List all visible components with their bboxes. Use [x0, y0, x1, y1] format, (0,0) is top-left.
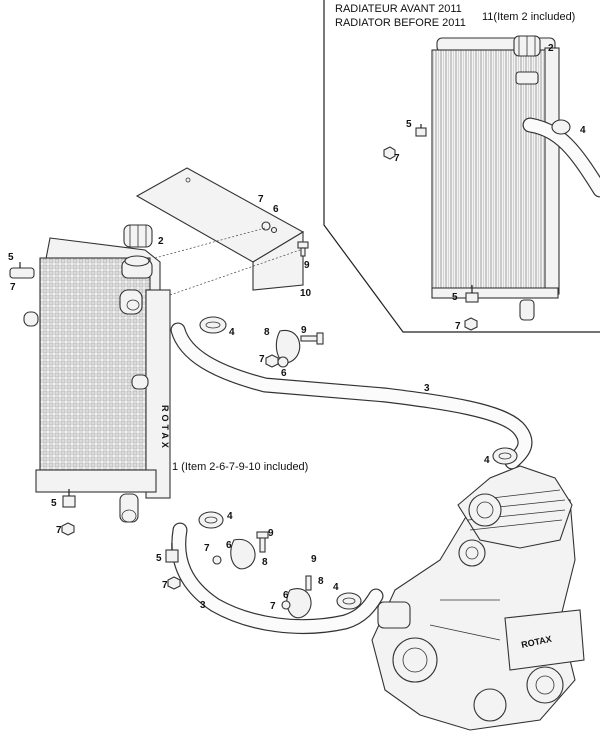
callout-10: 10: [300, 288, 312, 299]
inset-panel: RADIATEUR AVANT 2011 RADIATOR BEFORE 201…: [323, 0, 600, 333]
engine: ROTAX: [371, 465, 585, 731]
inset-cap: [513, 35, 541, 57]
callout-9-bracket: 9: [304, 260, 310, 271]
callout-6-lower-left: 6: [226, 540, 232, 551]
callout-8-lower-left: 8: [262, 557, 268, 568]
washer-6-lower-right: [281, 600, 291, 610]
engine-water-inlet: [377, 601, 411, 629]
bolt-9-lower: [256, 531, 269, 553]
callout-5-inset-lower: 5: [452, 292, 458, 303]
clip-8-lower-left: [230, 538, 256, 570]
callout-3-lower: 3: [200, 600, 206, 611]
engine-clutch-cover: [526, 666, 564, 704]
leader-line: [154, 227, 266, 259]
callout-6-bracket: 6: [273, 204, 279, 215]
mount-5-lower: [62, 489, 76, 508]
bolt-9-bracket: [297, 241, 309, 257]
radiator-side-lug: [23, 311, 39, 327]
callout-7-hose: 7: [162, 580, 168, 591]
callout-7-upper: 7: [10, 282, 16, 293]
callout-7-inset: 7: [394, 153, 400, 164]
callout-4-right: 4: [484, 455, 490, 466]
nut-7-lower: [61, 522, 75, 536]
engine-output: [473, 688, 507, 722]
main-item-note: 1 (Item 2-6-7-9-10 included): [172, 461, 308, 473]
bolt-9-upper: [300, 332, 324, 345]
leader-line: [169, 249, 301, 296]
inset-nut-7-lower: [464, 317, 478, 331]
inset-item-note: 11(Item 2 included): [482, 11, 575, 23]
callout-4-engine: 4: [333, 582, 339, 593]
clip-8-lower-right: [286, 575, 312, 619]
callout-3-upper: 3: [424, 383, 430, 394]
inset-mount-5: [415, 124, 427, 137]
callout-7-bracket: 7: [258, 194, 264, 205]
radiator-side-tank: [145, 289, 171, 499]
nut-7-upper: [265, 354, 279, 368]
radiator-badge: ROTAX: [160, 405, 170, 451]
radiator-bottom-tank: [35, 469, 157, 493]
nut-7-lower-left: [212, 555, 222, 565]
lower-hose-3: [171, 522, 384, 634]
hose-clamp-4-lower: [198, 511, 224, 529]
callout-9-right: 9: [311, 554, 317, 565]
hose-clamp-4-engine: [336, 592, 362, 610]
engine-ignition-cover: [392, 637, 438, 683]
callout-7-lower-left: 7: [204, 543, 210, 554]
inset-title-en: RADIATOR BEFORE 2011: [335, 17, 466, 29]
callout-6-lower-right: 6: [283, 590, 289, 601]
inset-radiator: [431, 37, 560, 321]
callout-2-main: 2: [158, 236, 164, 247]
callout-9-lower: 9: [268, 528, 274, 539]
mount-5-upper: [9, 262, 35, 279]
callout-7-lower-right: 7: [270, 601, 276, 612]
engine-cylinder-head: [457, 465, 573, 549]
inset-lower-outlet: [519, 299, 535, 321]
engine-side-cover: [504, 609, 585, 671]
callout-2-inset: 2: [548, 43, 554, 54]
hose-clamp-4-right: [492, 447, 518, 465]
radiator-upper-outlet: [119, 289, 143, 315]
inset-title-fr: RADIATEUR AVANT 2011: [335, 3, 462, 15]
clip-8-upper: [275, 329, 301, 364]
callout-5-lower: 5: [51, 498, 57, 509]
callout-4-inset: 4: [580, 125, 586, 136]
callout-4-lower: 4: [227, 511, 233, 522]
callout-8-upper: 8: [264, 327, 270, 338]
inset-clamp: [551, 119, 571, 135]
callout-7-lower: 7: [56, 525, 62, 536]
callout-7-mid: 7: [259, 354, 265, 365]
inset-nut-7: [383, 146, 396, 160]
inset-border: [323, 0, 600, 333]
callout-5-upper: 5: [8, 252, 14, 263]
bracket-10: [135, 167, 305, 291]
radiator-side-lug: [131, 374, 149, 390]
callout-7-inset-lower: 7: [455, 321, 461, 332]
callout-9-upper: 9: [301, 325, 307, 336]
inset-filler-neck: [515, 71, 539, 85]
callout-4-upper: 4: [229, 327, 235, 338]
main-radiator: ROTAX: [23, 237, 171, 523]
washer-6-upper: [277, 356, 289, 368]
callout-6-mid: 6: [281, 368, 287, 379]
hose-clamp-4-upper: [199, 316, 227, 334]
inset-hose: [522, 117, 600, 198]
inset-mount-5-lower: [465, 285, 479, 303]
callout-5-hose: 5: [156, 553, 162, 564]
engine-water-pump: [458, 539, 486, 567]
upper-hose-3: [170, 322, 533, 470]
callout-8-right: 8: [318, 576, 324, 587]
nut-7-hose: [167, 576, 181, 590]
callout-5-inset: 5: [406, 119, 412, 130]
engine-water-outlet: [468, 493, 502, 527]
radiator-cap-2: [123, 224, 153, 248]
mount-5-hose: [165, 543, 179, 563]
